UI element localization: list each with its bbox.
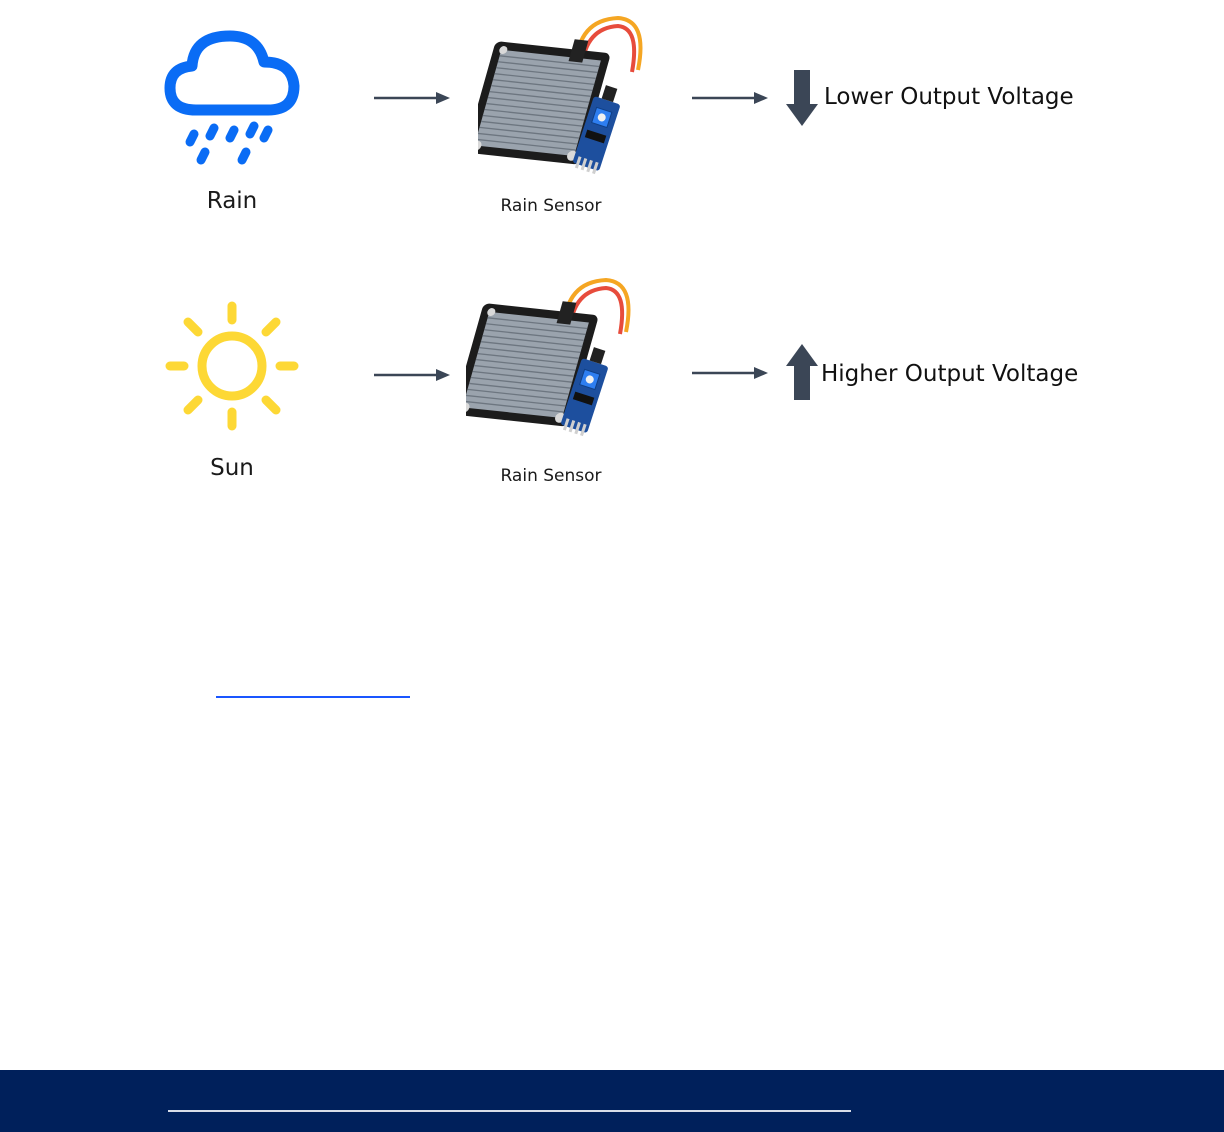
source-label-sun: Sun <box>172 455 292 481</box>
output-label-lower: Lower Output Voltage <box>824 84 1074 110</box>
flow-arrow <box>690 363 770 383</box>
sensor-label: Rain Sensor <box>478 196 624 216</box>
flow-arrow <box>372 365 452 385</box>
sun-row: Sun <box>0 270 1224 510</box>
footer-bar <box>0 1070 1224 1132</box>
source-label-rain: Rain <box>172 188 292 214</box>
arrow-up-icon <box>784 342 820 402</box>
rain-sensor-image <box>478 10 658 190</box>
rain-sensor-image <box>466 272 646 452</box>
rain-cloud-icon <box>158 26 306 168</box>
output-label-higher: Higher Output Voltage <box>821 361 1078 387</box>
hyperlink-underline[interactable] <box>216 696 410 698</box>
arrow-down-icon <box>784 68 820 128</box>
flow-arrow <box>372 88 452 108</box>
sensor-label: Rain Sensor <box>478 466 624 486</box>
sun-icon <box>162 298 302 438</box>
footer-divider <box>168 1110 851 1112</box>
rain-row: Rain <box>0 0 1224 240</box>
flow-arrow <box>690 88 770 108</box>
